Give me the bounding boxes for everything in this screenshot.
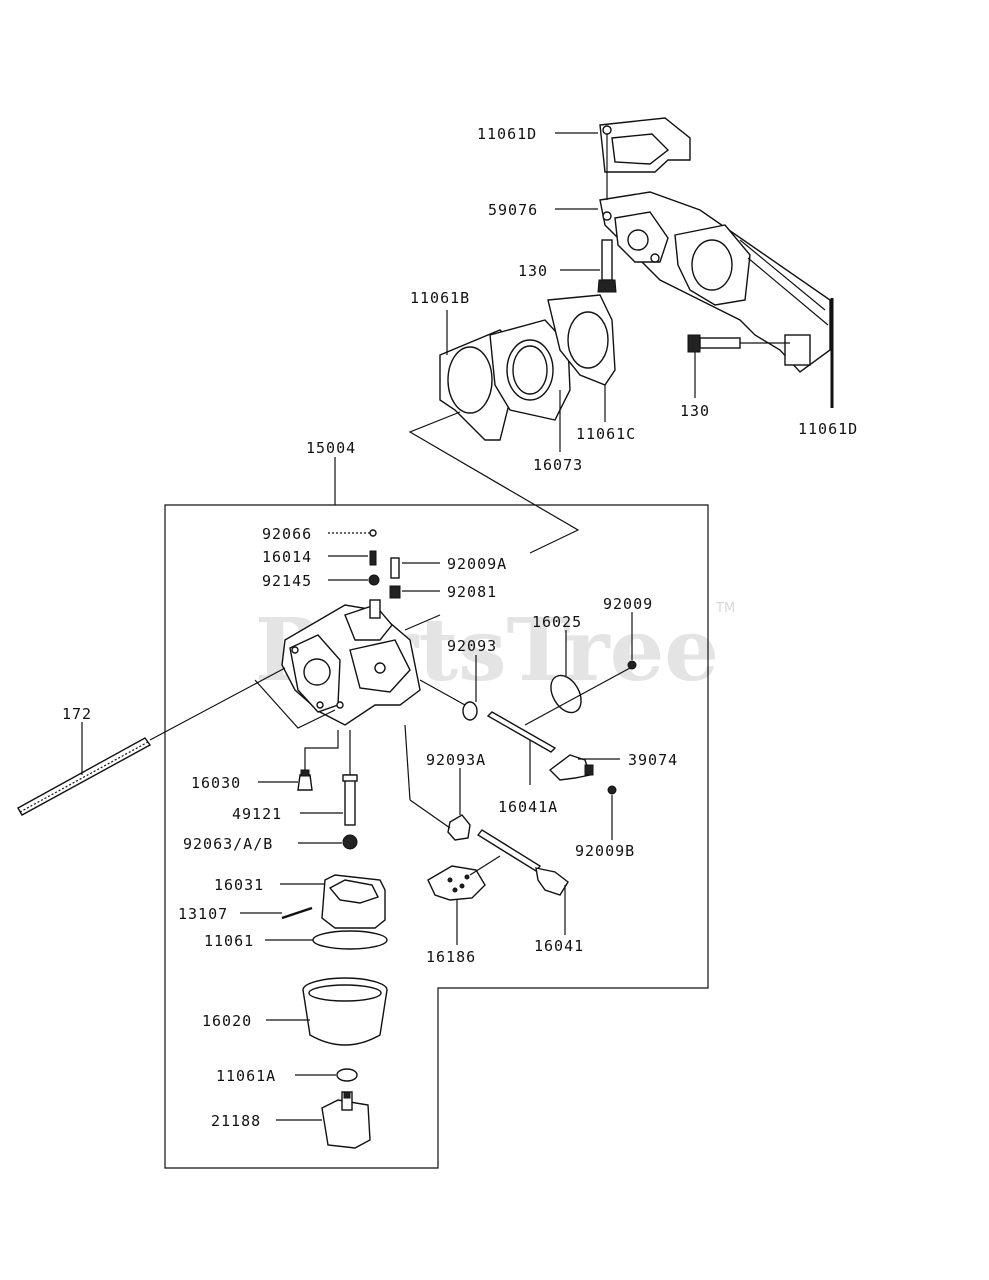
label-16030: 16030 [191, 774, 241, 792]
label-11061b: 11061B [410, 289, 470, 307]
line-172-to-carb [149, 667, 286, 741]
seal-92093a [447, 814, 471, 841]
intake-manifold-59076 [599, 191, 831, 373]
seal-92093 [462, 701, 478, 721]
shaft-16041a [486, 711, 557, 753]
label-11061c: 11061C [576, 425, 636, 443]
oring-11061 [312, 930, 388, 950]
screw-16014 [369, 550, 377, 566]
label-11061d-right: 11061D [798, 420, 858, 438]
pin-92066 [369, 529, 377, 537]
screw-92009b [607, 785, 617, 795]
label-92145: 92145 [262, 572, 312, 590]
pin-13107 [281, 906, 313, 920]
float-16031 [321, 874, 386, 929]
bolt-130-right [687, 334, 741, 353]
label-16073: 16073 [533, 456, 583, 474]
line-16186 [469, 855, 501, 876]
plate-16025 [550, 674, 582, 714]
label-92081: 92081 [447, 583, 497, 601]
label-16041: 16041 [534, 937, 584, 955]
label-172: 172 [62, 705, 92, 723]
screw-92009a [390, 557, 400, 579]
label-49121: 49121 [232, 805, 282, 823]
carb-bracket-lines [254, 679, 336, 729]
solenoid-21188 [321, 1091, 371, 1149]
label-59076: 59076 [488, 201, 538, 219]
bolt-130-top [597, 239, 617, 293]
label-39074: 39074 [628, 751, 678, 769]
label-92066: 92066 [262, 525, 312, 543]
assembly-outline [164, 504, 709, 1169]
screw-92009 [627, 660, 637, 670]
label-92093: 92093 [447, 637, 497, 655]
label-16031: 16031 [214, 876, 264, 894]
watermark-tm: TM [715, 601, 735, 616]
label-11061: 11061 [204, 932, 254, 950]
carburetor-body [281, 599, 421, 726]
label-21188: 21188 [211, 1112, 261, 1130]
label-15004: 15004 [306, 439, 356, 457]
label-92009a: 92009A [447, 555, 507, 573]
line-carb-to-shaft [419, 679, 466, 706]
label-92063-a-b: 92063/A/B [183, 835, 273, 853]
gasket-11061c [547, 294, 616, 386]
stud-172 [17, 737, 152, 816]
label-16014: 16014 [262, 548, 312, 566]
label-130-bottom: 130 [680, 402, 710, 420]
part-labels: 11061D 59076 130 11061B 130 11061D 11061… [62, 125, 858, 1130]
lever-39074 [548, 754, 594, 781]
spacer-16073 [489, 319, 571, 421]
label-92093a: 92093A [426, 751, 486, 769]
label-130-top: 130 [518, 262, 548, 280]
line-carb-right [404, 614, 441, 631]
tube-49121 [342, 774, 358, 826]
label-11061d-top: 11061D [477, 125, 537, 143]
label-16025: 16025 [532, 613, 582, 631]
line-carb-to-92093a [404, 724, 411, 801]
line-92093a-diag [409, 799, 451, 829]
label-11061a: 11061A [216, 1067, 276, 1085]
shaft-16041 [476, 829, 569, 896]
label-16186: 16186 [426, 948, 476, 966]
line-16030-up [304, 730, 339, 770]
bowl-16020 [302, 977, 388, 1046]
label-13107: 13107 [178, 905, 228, 923]
link-line-upper [408, 411, 580, 554]
spring-92145 [368, 574, 380, 586]
spring-92081 [389, 585, 401, 599]
label-16041a: 16041A [498, 798, 558, 816]
gasket-11061d-top [599, 117, 691, 173]
spring-92063 [342, 834, 358, 850]
label-92009b: 92009B [575, 842, 635, 860]
oring-11061a [336, 1068, 358, 1082]
label-16020: 16020 [202, 1012, 252, 1030]
jet-16030 [297, 769, 313, 791]
label-92009: 92009 [603, 595, 653, 613]
line-plate [524, 667, 631, 726]
